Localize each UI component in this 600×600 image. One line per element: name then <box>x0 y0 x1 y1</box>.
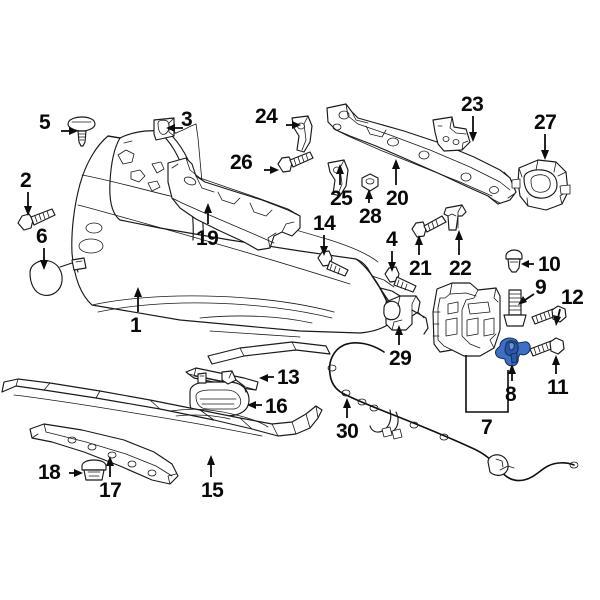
callout-label-14[interactable]: 14 <box>313 212 336 235</box>
part-4-cover-bolt <box>384 266 417 293</box>
callout-label-2[interactable]: 2 <box>20 169 32 192</box>
callout-label-10[interactable]: 10 <box>538 253 561 276</box>
callout-label-1[interactable]: 1 <box>130 314 142 337</box>
callout-label-24[interactable]: 24 <box>255 105 278 128</box>
callout-label-18[interactable]: 18 <box>38 461 61 484</box>
callout-label-16[interactable]: 16 <box>265 395 288 418</box>
callout-label-9[interactable]: 9 <box>535 276 547 299</box>
part-8-retainer-highlighted <box>495 337 531 367</box>
callout-label-25[interactable]: 25 <box>330 187 353 210</box>
part-6-tow-hook-cover <box>29 257 87 296</box>
part-7-bumper-reinforcement-bracket <box>432 282 501 357</box>
callout-label-8[interactable]: 8 <box>505 383 517 406</box>
callout-label-21[interactable]: 21 <box>409 257 432 280</box>
part-27-tow-eye-housing <box>511 159 571 211</box>
callout-label-13[interactable]: 13 <box>277 366 300 389</box>
callout-label-15[interactable]: 15 <box>201 479 224 502</box>
callout-label-3[interactable]: 3 <box>181 108 193 131</box>
part-5-bumper-cover-screw <box>67 116 96 147</box>
callout-label-4[interactable]: 4 <box>386 228 398 251</box>
callout-label-30[interactable]: 30 <box>336 420 359 443</box>
callout-leaders <box>24 116 561 477</box>
part-23-impact-bar-bracket <box>432 116 471 152</box>
part-16-reflector-lamp <box>189 370 250 417</box>
callout-label-28[interactable]: 28 <box>359 205 382 228</box>
callout-label-5[interactable]: 5 <box>39 111 51 134</box>
callout-label-20[interactable]: 20 <box>386 187 409 210</box>
part-cover-lower-edge-fragment <box>207 341 331 365</box>
part-18-lower-valance-grommet <box>81 459 107 481</box>
part-26-absorber-screw <box>277 151 314 173</box>
callout-label-29[interactable]: 29 <box>389 347 412 370</box>
callout-label-26[interactable]: 26 <box>230 151 253 174</box>
callout-label-22[interactable]: 22 <box>449 257 472 280</box>
part-24-side-bracket-upper <box>291 115 313 153</box>
part-21-impact-bar-bolt <box>411 215 447 238</box>
part-17-lower-valance-panel <box>29 423 179 485</box>
part-28-flange-nut <box>361 173 379 192</box>
part-14-cover-screw <box>317 250 349 277</box>
part-10-push-pin-retainer <box>505 249 523 273</box>
part-22-impact-bar-side-bracket <box>443 204 467 231</box>
part-11-reinforcement-bolt-flange <box>529 337 565 357</box>
part-20-rear-impact-bar <box>326 103 517 205</box>
callout-label-19[interactable]: 19 <box>196 227 219 250</box>
callout-label-6[interactable]: 6 <box>36 225 48 248</box>
part-3-bumper-cover-clip <box>153 117 175 141</box>
part-9-reinforcement-bolt <box>503 289 527 327</box>
callout-label-11[interactable]: 11 <box>547 376 569 399</box>
part-29-parking-assist-sensor-module <box>383 295 429 335</box>
callout-label-23[interactable]: 23 <box>461 93 484 116</box>
part-30-sensor-wiring-harness <box>327 342 579 482</box>
part-15-lower-bumper-spoiler <box>1 378 323 437</box>
callout-label-17[interactable]: 17 <box>99 479 122 502</box>
part-2-cover-bolt <box>17 208 56 231</box>
part-19-energy-absorber <box>167 157 301 251</box>
callout-label-27[interactable]: 27 <box>534 111 557 134</box>
callout-label-12[interactable]: 12 <box>561 286 584 309</box>
part-25-side-bracket-lower <box>327 159 349 197</box>
callout-label-7[interactable]: 7 <box>481 416 493 439</box>
